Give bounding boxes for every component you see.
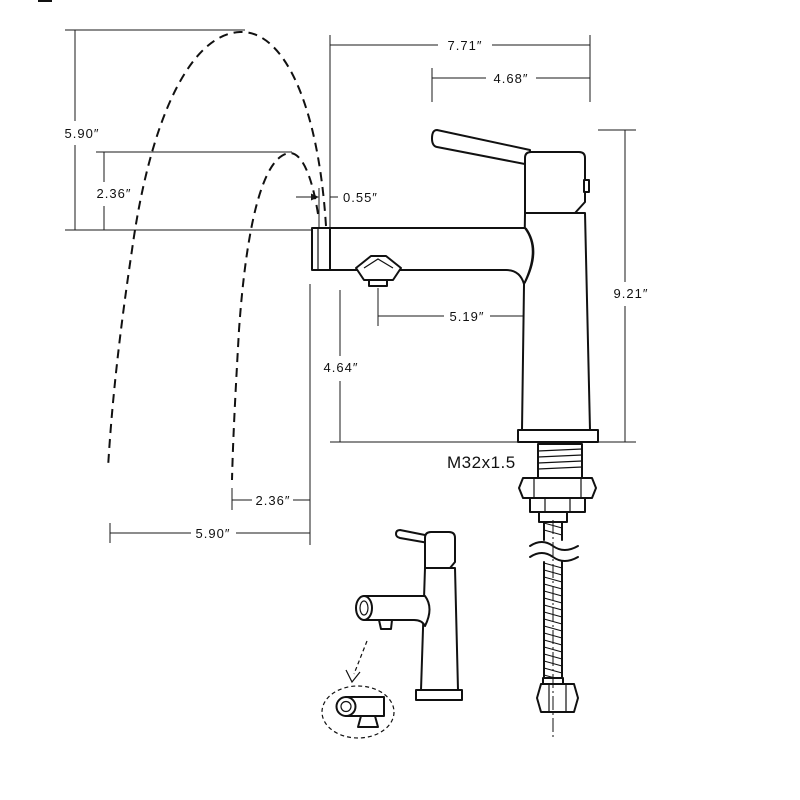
dim-spray-reach-high: 5.90″ xyxy=(109,523,310,543)
dim-label-spout-reach: 5.19″ xyxy=(450,309,485,324)
sketch-aerator xyxy=(378,619,393,630)
cap-side-knob xyxy=(583,179,590,193)
dim-spray-reach-low: 2.36″ xyxy=(231,488,310,510)
thread-line xyxy=(537,466,583,470)
faucet-detail-sketch xyxy=(321,529,463,739)
dim-label-overall-length: 7.71″ xyxy=(448,38,483,53)
hose-braid-line xyxy=(543,576,563,583)
hose-braid-line xyxy=(543,646,563,653)
spray-arcs xyxy=(107,30,327,481)
break-line xyxy=(529,552,579,562)
dim-label-total-height: 9.21″ xyxy=(614,286,649,301)
base-ring xyxy=(517,429,599,443)
aerator xyxy=(355,255,402,281)
dim-spray-height-high: 5.90″ xyxy=(65,29,245,230)
aerator-outlet xyxy=(368,279,388,287)
dim-label-spray-reach-low: 2.36″ xyxy=(256,493,291,508)
detail-callout-circle xyxy=(321,685,395,739)
spout-tip xyxy=(311,227,331,271)
dim-total-height: 9.21″ xyxy=(598,129,649,443)
hose-braid-line xyxy=(543,625,563,632)
sketch-spout xyxy=(363,595,431,627)
detail-arrow-head xyxy=(345,669,361,684)
lever-handle xyxy=(431,129,531,166)
detail-spout-end xyxy=(335,696,357,717)
detail-arrow-shaft xyxy=(353,640,368,675)
dim-label-spray-height-high: 5.90″ xyxy=(65,126,100,141)
spray-arc-low xyxy=(231,151,319,481)
sketch-body xyxy=(420,567,459,691)
spray-arc-high xyxy=(107,30,327,469)
dim-label-spray-reach-high: 5.90″ xyxy=(196,526,231,541)
dim-label-aerator-offset: 0.55″ xyxy=(343,190,378,205)
sketch-base xyxy=(415,689,463,701)
dim-overall-length: 7.71″ xyxy=(329,35,591,228)
sketch-spout-tip xyxy=(355,595,373,621)
thread-size-label: M32x1.5 xyxy=(447,453,516,472)
thread-line xyxy=(537,460,583,464)
thread-line xyxy=(537,454,583,458)
dim-label-spray-height-low: 2.36″ xyxy=(97,186,132,201)
dim-spray-height-low: 2.36″ xyxy=(96,151,292,230)
shank-threads xyxy=(537,448,583,470)
sketch-spout-tip-inner xyxy=(359,600,369,616)
dim-aerator-offset: 0.55″ xyxy=(296,188,378,228)
faucet-main xyxy=(311,129,599,738)
dim-handle-to-back: 4.68″ xyxy=(431,68,590,102)
hose-braid-line xyxy=(543,604,563,611)
nut-washer xyxy=(529,497,586,513)
thread-line xyxy=(537,448,583,452)
aerator-ridge xyxy=(363,258,394,269)
mounting-nut xyxy=(518,477,597,499)
hose-fitting-nut xyxy=(536,683,579,713)
break-line xyxy=(529,541,579,551)
detail-aerator xyxy=(357,715,379,728)
dim-label-spout-height: 4.64″ xyxy=(324,360,359,375)
dim-label-handle-to-back: 4.68″ xyxy=(494,71,529,86)
detail-spout-end-inner xyxy=(340,700,352,713)
dim-spout-height: 4.64″ xyxy=(324,290,518,443)
spout-body-junction xyxy=(524,227,535,284)
sketch-handle-cap xyxy=(424,531,456,569)
handle-cap xyxy=(524,151,586,214)
hose-braid-line xyxy=(543,597,563,604)
